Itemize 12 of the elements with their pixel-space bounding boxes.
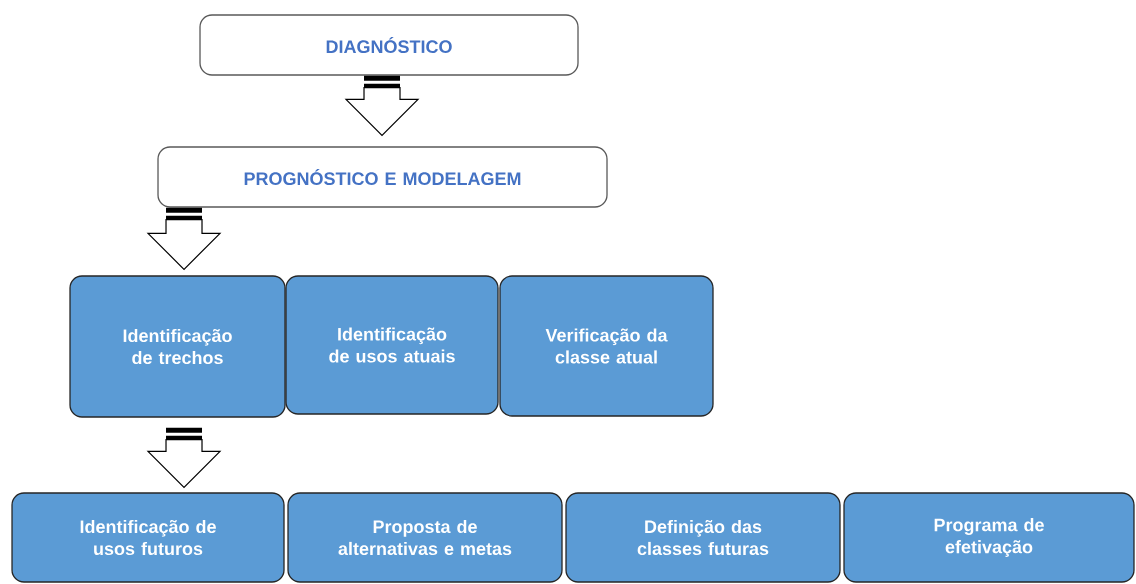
process-box: Proposta de alternativas e metas	[287, 492, 563, 583]
block-arrow	[146, 427, 222, 489]
process-box: Definição das classes futuras	[565, 492, 841, 583]
block-arrow	[344, 75, 420, 137]
block-arrow	[146, 207, 222, 271]
process-box: DIAGNÓSTICO	[199, 14, 579, 76]
process-box: Identificação de usos futuros	[11, 492, 285, 583]
process-box: Programa de efetivação	[843, 492, 1135, 583]
process-box: PROGNÓSTICO E MODELAGEM	[157, 146, 608, 208]
process-box: Identificação de trechos	[69, 275, 286, 418]
process-box: Identificação de usos atuais	[285, 275, 499, 415]
process-box: Verificação da classe atual	[499, 275, 714, 417]
